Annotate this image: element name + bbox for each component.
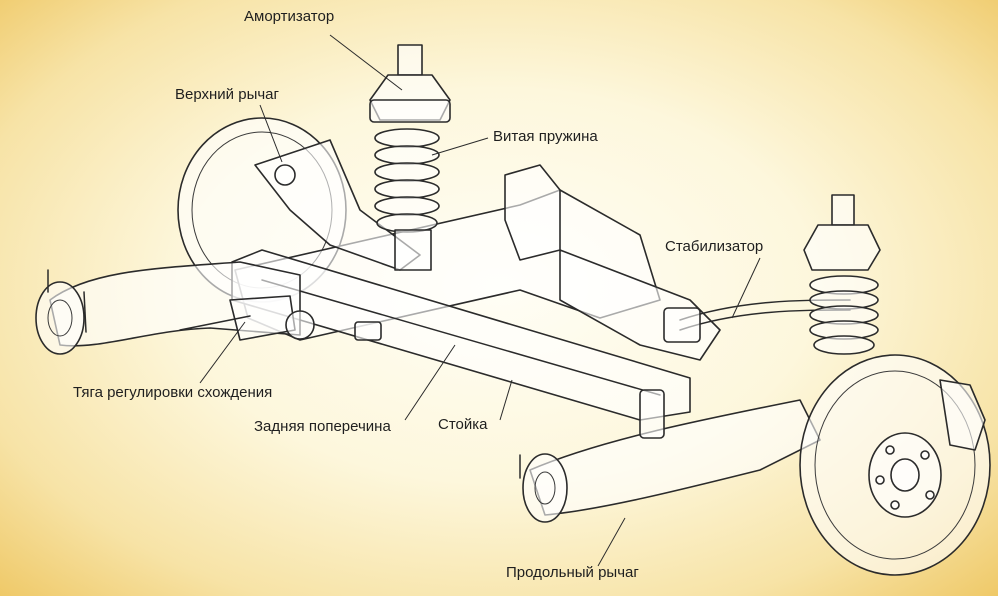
label-tyaga-regulirovki: Тяга регулировки схождения xyxy=(73,384,273,401)
left-coil-spring xyxy=(369,44,451,271)
label-stoyka: Стойка xyxy=(438,416,488,433)
right-brake-disc xyxy=(799,354,991,576)
right-coil-spring xyxy=(803,194,881,355)
label-vitaya-pruzhina: Витая пружина xyxy=(493,128,598,145)
label-zadnyaya-poperechina: Задняя поперечина xyxy=(254,418,391,435)
label-prodolny-rychag: Продольный рычаг xyxy=(506,564,639,581)
stabilizer-bar xyxy=(663,299,851,343)
toe-adjust-link xyxy=(179,295,315,341)
right-trailing-arm xyxy=(519,389,821,523)
left-upper-arm xyxy=(254,139,421,271)
leader-lines xyxy=(199,34,761,567)
label-verkhny-rychag: Верхний рычаг xyxy=(175,86,279,103)
label-amortizator: Амортизатор xyxy=(244,8,335,25)
label-stabilizator: Стабилизатор xyxy=(665,238,764,255)
